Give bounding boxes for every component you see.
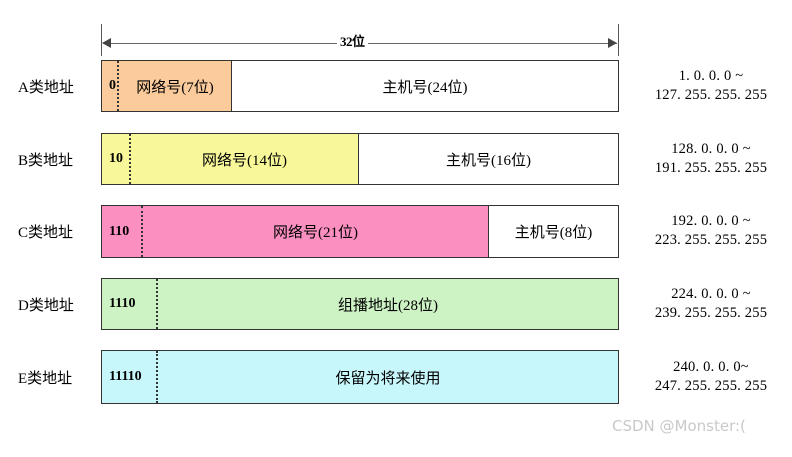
prefix-bits-a: 0	[109, 78, 116, 93]
prefix-segment-b: 10	[102, 134, 131, 184]
class-label-b: B类地址	[18, 153, 74, 169]
address-bar-c: 110 网络号(21位) 主机号(8位)	[101, 205, 619, 258]
range-line1-b: 128. 0. 0. 0 ~	[671, 141, 751, 157]
range-line2-a: 127. 255. 255. 255	[654, 87, 768, 103]
class-label-c: C类地址	[18, 225, 74, 241]
network-label-d: 组播地址(28位)	[338, 297, 438, 314]
prefix-bits-e: 11110	[109, 369, 142, 384]
range-line1-d: 224. 0. 0. 0 ~	[671, 286, 751, 302]
address-range-e: 240. 0. 0. 0~ 247. 255. 255. 255	[630, 358, 792, 396]
range-line1-e: 240. 0. 0. 0~	[673, 359, 749, 375]
prefix-bits-b: 10	[109, 151, 123, 166]
network-label-c: 网络号(21位)	[273, 225, 358, 241]
address-bar-a: 0 网络号(7位) 主机号(24位)	[101, 60, 619, 112]
address-range-a: 1. 0. 0. 0 ~ 127. 255. 255. 255	[630, 67, 792, 105]
host-label-a: 主机号(24位)	[382, 79, 468, 96]
arrow-right-icon	[608, 38, 617, 48]
range-line2-e: 247. 255. 255. 255	[654, 378, 768, 394]
prefix-bits-d: 1110	[109, 296, 136, 311]
address-bar-d: 1110 组播地址(28位)	[101, 278, 619, 330]
class-label-e: E类地址	[18, 371, 73, 387]
network-segment-a: 网络号(7位)	[119, 61, 231, 111]
host-label-c: 主机号(8位)	[514, 225, 593, 241]
network-segment-e: 保留为将来使用	[158, 351, 618, 403]
address-range-b: 128. 0. 0. 0 ~ 191. 255. 255. 255	[630, 140, 792, 178]
host-segment-a: 主机号(24位)	[231, 61, 618, 111]
prefix-segment-d: 1110	[102, 279, 158, 329]
network-segment-d: 组播地址(28位)	[158, 279, 618, 329]
arrow-left-icon	[102, 38, 111, 48]
address-bar-e: 11110 保留为将来使用	[101, 350, 619, 404]
host-segment-c: 主机号(8位)	[488, 206, 618, 257]
bit-width-ruler: 32位	[101, 24, 619, 56]
network-label-b: 网络号(14位)	[202, 152, 287, 169]
class-label-d: D类地址	[18, 298, 74, 314]
range-line1-a: 1. 0. 0. 0 ~	[678, 68, 744, 84]
host-label-b: 主机号(16位)	[446, 152, 531, 169]
prefix-segment-e: 11110	[102, 351, 158, 403]
prefix-bits-c: 110	[109, 223, 130, 239]
network-label-e: 保留为将来使用	[335, 370, 441, 387]
address-range-d: 224. 0. 0. 0 ~ 239. 255. 255. 255	[630, 285, 792, 323]
ruler-tick-left	[101, 24, 102, 56]
range-line1-c: 192. 0. 0. 0 ~	[671, 213, 751, 229]
class-label-a: A类地址	[18, 80, 74, 96]
range-line2-d: 239. 255. 255. 255	[654, 305, 768, 321]
address-range-c: 192. 0. 0. 0 ~ 223. 255. 255. 255	[630, 212, 792, 250]
host-segment-b: 主机号(16位)	[358, 134, 618, 184]
network-segment-c: 网络号(21位)	[143, 206, 488, 257]
ruler-tick-right	[618, 24, 619, 56]
prefix-segment-a: 0	[102, 61, 119, 111]
watermark: CSDN @Monster:(	[612, 417, 746, 435]
network-segment-b: 网络号(14位)	[131, 134, 358, 184]
range-line2-b: 191. 255. 255. 255	[654, 160, 768, 176]
prefix-segment-c: 110	[102, 206, 143, 257]
address-bar-b: 10 网络号(14位) 主机号(16位)	[101, 133, 619, 185]
ruler-label: 32位	[337, 33, 368, 51]
range-line2-c: 223. 255. 255. 255	[654, 232, 768, 248]
network-label-a: 网络号(7位)	[136, 79, 214, 96]
